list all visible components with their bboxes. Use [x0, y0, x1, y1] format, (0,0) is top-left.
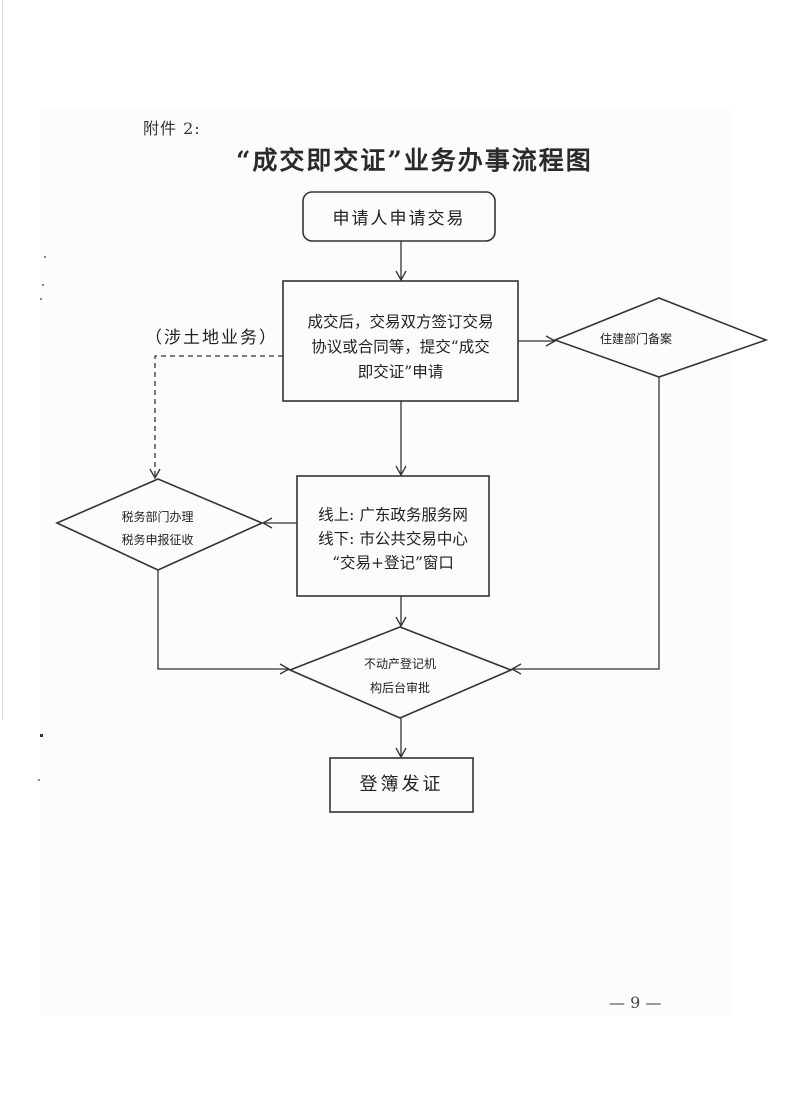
node-channel-line: “交易+登记”窗口	[332, 554, 454, 572]
node-channel-shape	[296, 475, 490, 597]
node-submit-label: 成交后，交易双方签订交易 协议或合同等，提交“成交 即交证”申请	[283, 310, 518, 385]
node-approve-label: 不动产登记机 构后台审批	[345, 652, 455, 700]
node-issue-label: 登簿发证	[359, 774, 444, 795]
node-housing-label: 住建部门备案	[600, 332, 673, 346]
node-channel-line: 线上: 广东政务服务网	[318, 506, 468, 524]
page-number: — 9 —	[609, 993, 662, 1012]
node-submit-line: 成交后，交易双方签订交易	[307, 313, 494, 331]
node-tax-line: 税务部门办理	[121, 510, 194, 524]
scan-speck	[40, 298, 42, 300]
node-housing-shape	[552, 297, 769, 378]
scan-speck	[42, 284, 44, 286]
node-tax-label: 税务部门办理 税务申报征收	[100, 506, 215, 552]
node-approve-line: 不动产登记机	[363, 657, 436, 671]
land-business-annotation: （涉土地业务）	[145, 328, 278, 348]
scan-speck	[44, 256, 46, 258]
node-submit-line: 协议或合同等，提交“成交	[311, 338, 490, 356]
edge-housing-approve	[510, 377, 660, 675]
node-tax-line: 税务申报征收	[121, 533, 194, 547]
node-channel-label: 线上: 广东政务服务网 线下: 市公共交易中心 “交易+登记”窗口	[297, 503, 489, 575]
scan-speck	[38, 779, 40, 781]
page-title: “成交即交证”业务办事流程图	[236, 146, 593, 175]
edge-submit-tax-dashed	[149, 355, 283, 480]
scanned-page-area	[40, 110, 730, 1015]
node-start-label: 申请人申请交易	[332, 209, 466, 229]
attachment-label: 附件 2:	[143, 119, 201, 138]
node-approve-line: 构后台审批	[369, 681, 430, 695]
page-edge-line	[2, 0, 3, 720]
scan-speck	[40, 734, 43, 737]
node-channel-line: 线下: 市公共交易中心	[318, 530, 468, 548]
edge-tax-approve	[157, 570, 291, 675]
node-submit-line: 即交证”申请	[357, 363, 444, 381]
node-start-shape	[302, 191, 496, 242]
